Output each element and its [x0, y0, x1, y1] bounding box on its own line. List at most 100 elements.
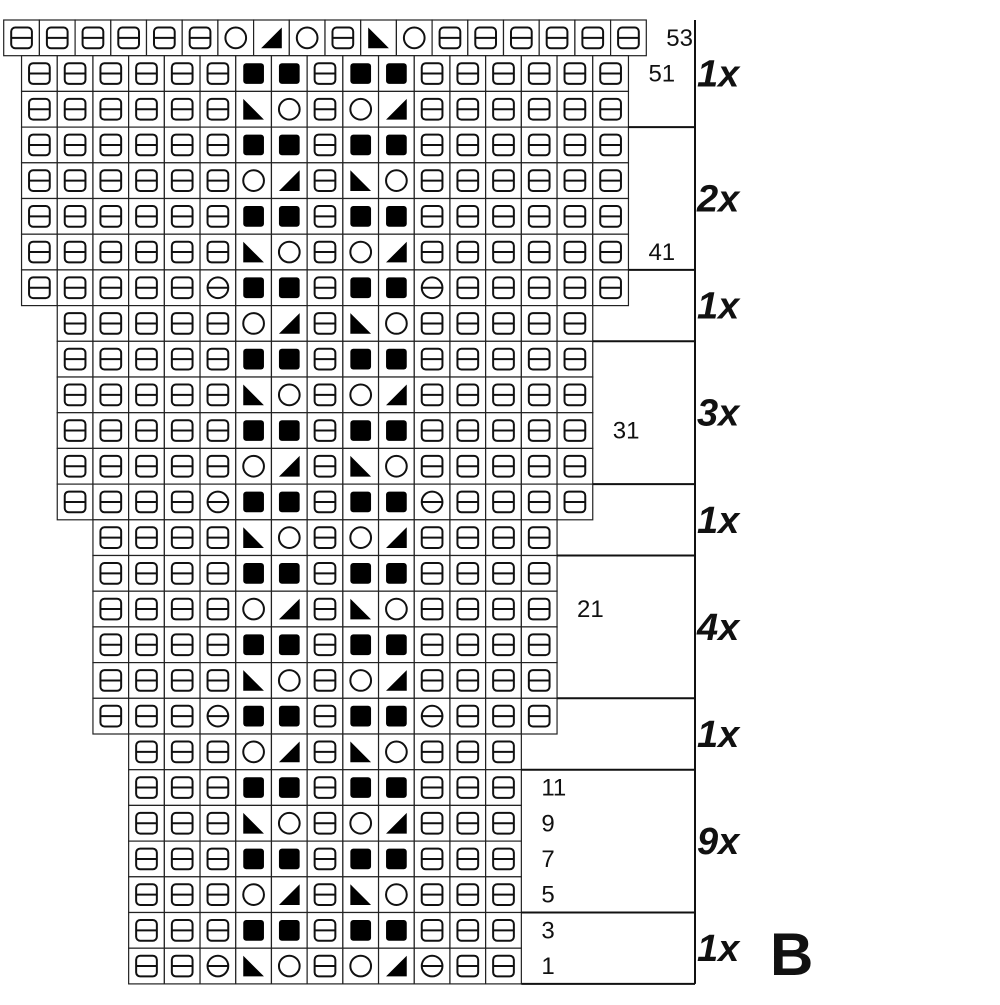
chart-cell — [235, 590, 273, 628]
chart-letter-label: B — [770, 921, 813, 988]
chart-cell — [235, 876, 273, 914]
chart-cell — [270, 519, 308, 557]
repeat-label: 2x — [696, 179, 741, 221]
yarn-over-symbol — [242, 883, 265, 907]
filled-square-symbol — [243, 348, 264, 370]
left-decrease-symbol — [243, 384, 264, 406]
filled-square-symbol — [278, 919, 300, 941]
filled-square-symbol — [350, 348, 372, 370]
filled-square-symbol — [243, 420, 264, 441]
filled-square-symbol — [386, 634, 407, 656]
chart-cell — [342, 519, 380, 557]
filled-square-symbol — [243, 705, 264, 727]
right-decrease-symbol — [278, 170, 300, 192]
chart-cell — [342, 661, 380, 699]
repeat-label: 1x — [697, 54, 741, 96]
yarn-over-symbol — [349, 383, 373, 407]
filled-square-symbol — [350, 705, 372, 727]
right-decrease-symbol — [386, 98, 407, 120]
yarn-over-symbol — [277, 383, 301, 407]
row-number: 7 — [541, 846, 554, 873]
filled-square-symbol — [350, 420, 372, 441]
chart-cell — [377, 661, 415, 699]
chart-cell — [377, 233, 415, 271]
filled-square-symbol — [350, 63, 372, 84]
chart-cell — [235, 661, 273, 699]
filled-square-symbol — [243, 777, 264, 798]
filled-square-symbol — [278, 705, 300, 727]
chart-cell — [342, 769, 380, 807]
filled-square-symbol — [243, 277, 264, 299]
filled-square-symbol — [350, 277, 372, 299]
chart-cell — [377, 447, 415, 485]
chart-cell — [377, 197, 415, 235]
chart-cell — [592, 233, 630, 271]
left-decrease-symbol — [350, 598, 372, 620]
left-decrease-symbol — [350, 884, 372, 906]
row-number: 3 — [541, 917, 554, 944]
filled-square-symbol — [386, 205, 407, 227]
yarn-over-symbol — [385, 169, 408, 193]
filled-square-symbol — [350, 634, 372, 656]
left-decrease-symbol — [243, 98, 264, 120]
repeat-label: 3x — [697, 393, 741, 435]
filled-square-symbol — [243, 134, 264, 156]
left-decrease-symbol — [350, 455, 372, 477]
chart-cell — [199, 626, 237, 664]
yarn-over-symbol — [385, 597, 408, 621]
filled-square-symbol — [386, 134, 407, 156]
chart-cell — [342, 590, 380, 628]
chart-cell — [270, 661, 308, 699]
yarn-over-symbol — [277, 526, 301, 550]
chart-cell — [92, 376, 130, 414]
filled-square-symbol — [386, 491, 407, 513]
yarn-over-symbol — [277, 240, 301, 264]
yarn-over-symbol — [385, 312, 408, 335]
right-decrease-symbol — [278, 455, 300, 477]
yarn-over-symbol — [277, 954, 301, 978]
yarn-over-symbol — [349, 669, 373, 692]
yarn-over-symbol — [277, 811, 301, 835]
chart-cell — [270, 804, 308, 842]
left-decrease-symbol — [350, 313, 372, 334]
yarn-over-symbol — [242, 312, 265, 335]
filled-square-symbol — [278, 562, 300, 584]
filled-square-symbol — [386, 63, 407, 84]
yarn-over-symbol — [242, 740, 265, 764]
left-decrease-symbol — [243, 812, 264, 834]
filled-square-symbol — [243, 634, 264, 656]
right-decrease-symbol — [386, 670, 407, 691]
row-number: 51 — [648, 61, 675, 88]
chart-cell — [270, 733, 308, 771]
left-decrease-symbol — [350, 741, 372, 763]
chart-cell — [360, 19, 398, 57]
chart-cell — [235, 233, 273, 271]
yarn-over-symbol — [385, 883, 408, 907]
right-decrease-symbol — [278, 598, 300, 620]
filled-square-symbol — [243, 491, 264, 513]
row-number: 31 — [613, 418, 640, 445]
chart-cell — [235, 804, 273, 842]
left-decrease-symbol — [350, 170, 372, 192]
chart-cell — [270, 947, 308, 985]
yarn-over-symbol — [242, 454, 265, 478]
chart-cell — [342, 804, 380, 842]
right-decrease-symbol — [386, 955, 407, 977]
chart-cell — [377, 876, 415, 914]
left-decrease-symbol — [243, 241, 264, 263]
chart-cell — [306, 233, 344, 271]
chart-cell — [485, 590, 522, 628]
row-number: 53 — [666, 25, 693, 52]
chart-cell — [342, 376, 380, 414]
chart-cell — [235, 519, 273, 557]
chart-cell — [270, 590, 308, 628]
filled-square-symbol — [350, 777, 372, 798]
left-decrease-symbol — [243, 527, 264, 549]
yarn-over-symbol — [349, 97, 373, 121]
chart-cell — [235, 162, 273, 200]
chart-cell — [342, 162, 380, 200]
yarn-over-symbol — [295, 26, 319, 50]
chart-cell — [235, 733, 273, 771]
filled-square-symbol — [386, 562, 407, 584]
chart-cell — [395, 19, 433, 57]
